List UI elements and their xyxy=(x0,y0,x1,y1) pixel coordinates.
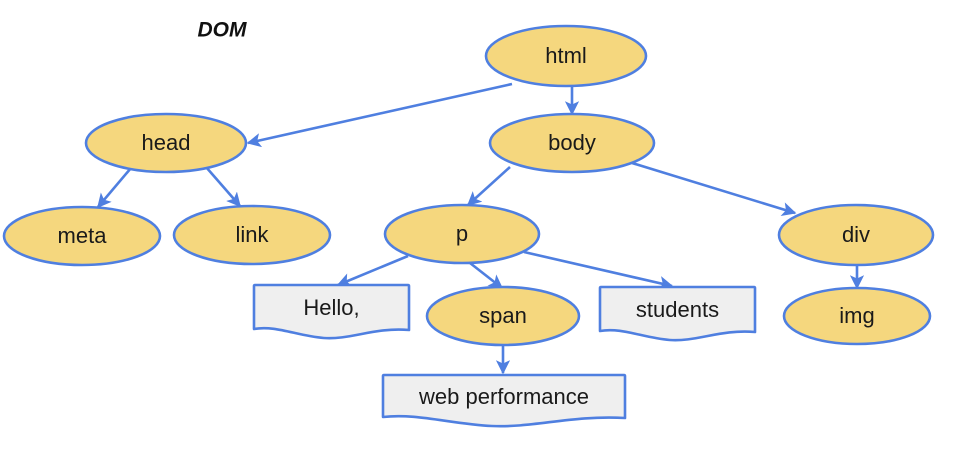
ellipse-shape xyxy=(425,285,581,347)
element-node-p[interactable]: p xyxy=(383,203,541,265)
element-node-span[interactable]: span xyxy=(425,285,581,347)
ellipse-shape xyxy=(488,112,656,174)
ellipse-shape xyxy=(484,24,648,88)
text-node-hello[interactable]: Hello, xyxy=(252,283,411,340)
element-node-html[interactable]: html xyxy=(484,24,648,88)
document-shape xyxy=(252,283,411,340)
text-node-webperf[interactable]: web performance xyxy=(381,373,627,428)
ellipse-shape xyxy=(383,203,541,265)
edge-head-to-meta xyxy=(97,167,132,209)
edge-html-to-head xyxy=(246,82,513,148)
edge-layer xyxy=(97,82,865,375)
document-shape xyxy=(381,373,627,428)
ellipse-shape xyxy=(172,204,332,266)
element-node-head[interactable]: head xyxy=(84,112,248,174)
edge-p-to-span xyxy=(469,261,504,290)
element-node-body[interactable]: body xyxy=(488,112,656,174)
ellipse-shape xyxy=(777,203,935,267)
element-node-div[interactable]: div xyxy=(777,203,935,267)
edge-p-to-hello xyxy=(336,254,409,287)
element-node-img[interactable]: img xyxy=(782,286,932,346)
element-node-meta[interactable]: meta xyxy=(2,205,162,267)
element-node-link[interactable]: link xyxy=(172,204,332,266)
diagram-title: DOM xyxy=(198,19,248,42)
edge-head-to-link xyxy=(205,166,241,208)
document-shape xyxy=(598,285,757,342)
ellipse-shape xyxy=(2,205,162,267)
edge-p-to-students xyxy=(523,250,674,291)
text-node-students[interactable]: students xyxy=(598,285,757,342)
edge-body-to-div xyxy=(631,161,797,217)
edge-body-to-p xyxy=(466,166,511,206)
ellipse-shape xyxy=(782,286,932,346)
ellipse-shape xyxy=(84,112,248,174)
